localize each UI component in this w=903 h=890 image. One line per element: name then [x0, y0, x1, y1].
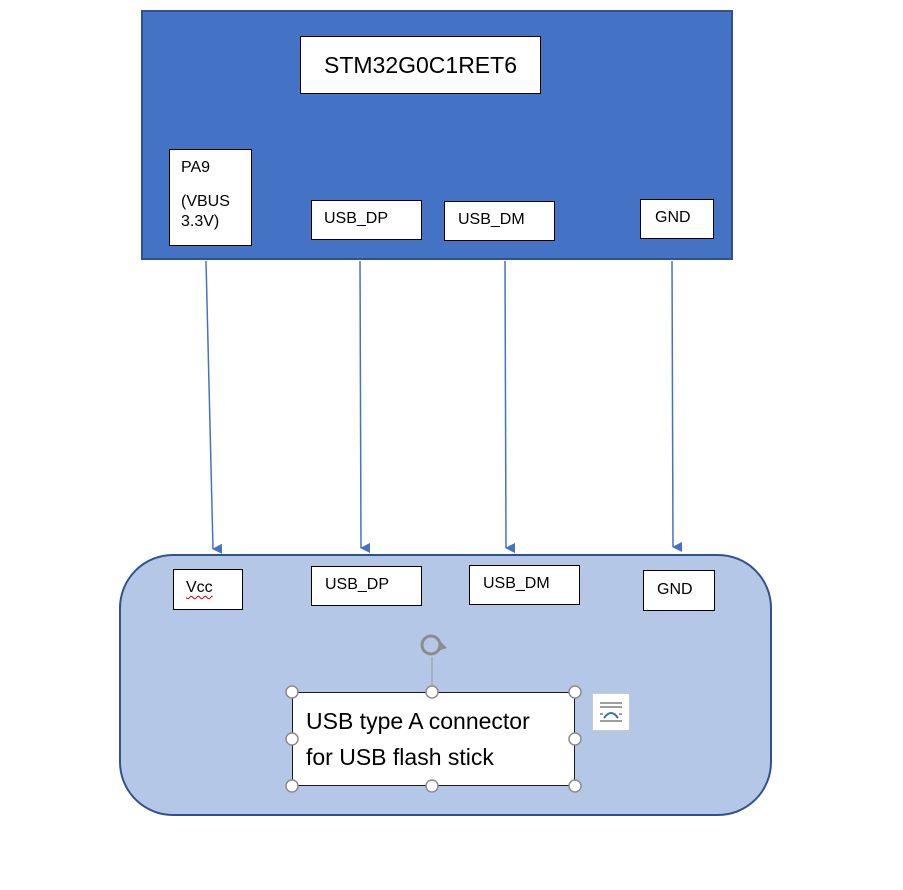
pa9-voltage-label: 3.3V)	[181, 213, 220, 230]
mcu-pin-usb-dp[interactable]: USB_DP	[311, 200, 422, 240]
connector-pin-gnd[interactable]: GND	[643, 570, 715, 611]
arrow-gnd[interactable]	[671, 260, 683, 552]
layout-options-button[interactable]	[592, 693, 630, 731]
connector-vcc-label: Vcc	[186, 579, 213, 596]
mcu-title-text: STM32G0C1RET6	[323, 52, 517, 78]
arrow-usb-dm[interactable]	[504, 260, 516, 553]
pa9-vbus-label: (VBUS	[181, 193, 230, 210]
mcu-gnd-label: GND	[655, 209, 691, 226]
connector-pin-usb-dp[interactable]: USB_DP	[311, 566, 422, 606]
description-line-2: for USB flash stick	[306, 744, 494, 770]
resize-handle-right[interactable]	[568, 732, 582, 746]
connector-gnd-label: GND	[657, 581, 693, 598]
selection-handles[interactable]	[285, 685, 582, 793]
resize-handle-top-left[interactable]	[285, 685, 299, 699]
description-line-1: USB type A connector	[306, 708, 530, 734]
mcu-pin-pa9[interactable]: PA9 (VBUS 3.3V)	[169, 149, 252, 246]
connector-usb-dm-label: USB_DM	[483, 575, 550, 592]
resize-handle-bottom[interactable]	[425, 779, 439, 793]
resize-handle-left[interactable]	[285, 732, 299, 746]
resize-handle-bottom-left[interactable]	[285, 779, 299, 793]
mcu-pin-gnd[interactable]: GND	[640, 199, 714, 239]
arrow-pa9-to-vcc[interactable]	[205, 260, 223, 554]
pa9-label: PA9	[181, 159, 211, 176]
connector-pin-vcc[interactable]: Vcc	[173, 569, 243, 610]
resize-handle-top-right[interactable]	[568, 685, 582, 699]
connector-usb-dp-label: USB_DP	[325, 576, 390, 593]
mcu-title[interactable]: STM32G0C1RET6	[300, 36, 541, 94]
mcu-usb-dp-label: USB_DP	[324, 210, 389, 227]
resize-handle-top[interactable]	[425, 685, 439, 699]
mcu-pin-usb-dm[interactable]: USB_DM	[444, 201, 555, 241]
resize-handle-bottom-right[interactable]	[568, 779, 582, 793]
connector-description-textbox[interactable]: USB type A connector for USB flash stick	[292, 692, 575, 786]
mcu-usb-dm-label: USB_DM	[458, 211, 525, 228]
layout-options-icon	[600, 702, 622, 722]
arrow-usb-dp[interactable]	[359, 260, 371, 553]
rotate-handle-icon[interactable]	[420, 634, 447, 692]
connector-pin-usb-dm[interactable]: USB_DM	[469, 565, 580, 605]
